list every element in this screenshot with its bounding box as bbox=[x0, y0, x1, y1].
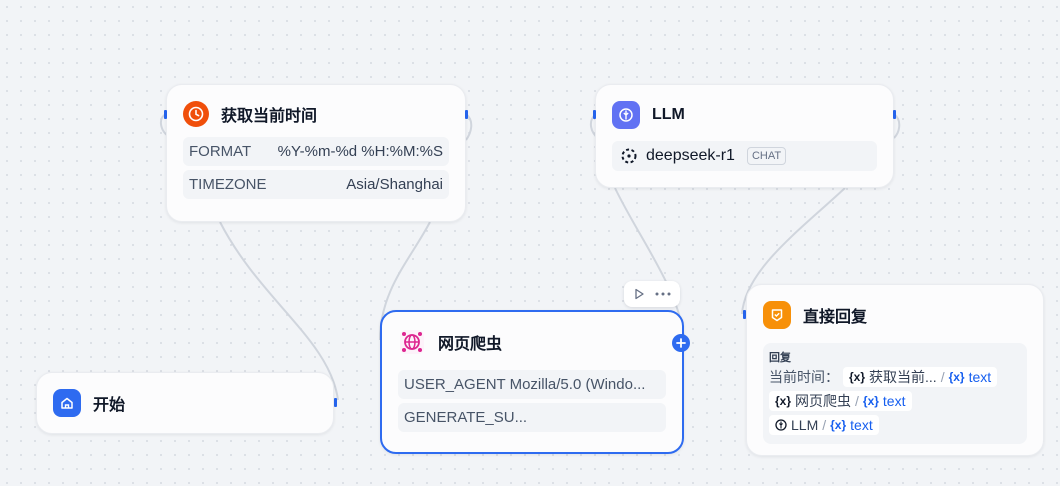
node-hover-toolbar bbox=[624, 281, 680, 307]
node-direct-answer[interactable]: 直接回复 回复 当前时间： {x} 获取当前... / {x} text {x}… bbox=[746, 284, 1044, 456]
section-label: 回复 bbox=[769, 352, 791, 364]
param-format: FORMAT %Y-%m-%d %H:%M:%S bbox=[183, 137, 449, 166]
node-web-crawler[interactable]: 网页爬虫 USER_AGENT Mozilla/5.0 (Windo... GE… bbox=[380, 310, 684, 454]
node-title: 开始 bbox=[93, 397, 126, 414]
param-text: GENERATE_SU... bbox=[404, 409, 528, 426]
param-user-agent: USER_AGENT Mozilla/5.0 (Windo... bbox=[398, 370, 666, 399]
variable-icon: {x} bbox=[775, 394, 792, 408]
variable-reference: {x} 获取当前... / {x} text bbox=[843, 367, 998, 387]
input-handle[interactable] bbox=[593, 110, 596, 119]
input-handle[interactable] bbox=[743, 310, 746, 319]
deepseek-model-icon bbox=[621, 148, 637, 164]
variable-icon: {x} bbox=[948, 370, 965, 384]
input-handle[interactable] bbox=[164, 110, 167, 119]
clock-icon bbox=[183, 101, 209, 127]
more-options-icon[interactable] bbox=[655, 292, 671, 296]
run-step-icon[interactable] bbox=[633, 288, 645, 300]
param-generate-summary: GENERATE_SU... bbox=[398, 403, 666, 432]
ref-separator: / bbox=[940, 369, 945, 385]
ref-node-name: 获取当前... bbox=[869, 369, 937, 385]
node-get-current-time[interactable]: 获取当前时间 FORMAT %Y-%m-%d %H:%M:%S TIMEZONE… bbox=[166, 84, 466, 222]
answer-prefix: 当前时间： bbox=[769, 369, 839, 385]
variable-reference: {x} 网页爬虫 / {x} text bbox=[769, 391, 912, 411]
variable-icon: {x} bbox=[849, 370, 866, 384]
ref-node-name: LLM bbox=[791, 417, 819, 433]
output-handle[interactable] bbox=[465, 110, 468, 119]
node-title: LLM bbox=[652, 106, 685, 123]
add-next-node-button[interactable] bbox=[672, 334, 690, 352]
llm-small-icon bbox=[775, 419, 787, 431]
edge-llm-to-answer bbox=[741, 187, 846, 315]
plus-icon bbox=[676, 338, 686, 348]
spider-web-icon bbox=[398, 328, 426, 356]
edge-time-to-start bbox=[219, 221, 339, 401]
param-key: TIMEZONE bbox=[189, 176, 267, 193]
ref-var-name: text bbox=[968, 369, 992, 385]
variable-icon: {x} bbox=[830, 418, 847, 432]
output-handle[interactable] bbox=[893, 110, 896, 119]
ref-separator: / bbox=[855, 393, 859, 409]
param-value: Asia/Shanghai bbox=[346, 176, 443, 193]
home-icon bbox=[53, 389, 81, 417]
param-timezone: TIMEZONE Asia/Shanghai bbox=[183, 170, 449, 199]
node-start[interactable]: 开始 bbox=[36, 372, 334, 434]
model-mode-tag: CHAT bbox=[746, 147, 787, 165]
answer-content-box: 回复 当前时间： {x} 获取当前... / {x} text {x} 网页爬虫… bbox=[763, 343, 1027, 444]
node-title: 获取当前时间 bbox=[221, 108, 318, 125]
llm-icon bbox=[612, 101, 640, 129]
model-name: deepseek-r1 bbox=[646, 147, 735, 164]
node-llm[interactable]: LLM deepseek-r1 CHAT bbox=[595, 84, 894, 188]
ref-var-name: text bbox=[882, 393, 906, 409]
ref-separator: / bbox=[822, 417, 827, 433]
answer-icon bbox=[763, 301, 791, 329]
variable-icon: {x} bbox=[862, 394, 879, 408]
ref-node-name: 网页爬虫 bbox=[795, 393, 852, 409]
variable-reference: LLM / {x} text bbox=[769, 415, 879, 435]
output-handle[interactable] bbox=[334, 398, 337, 407]
node-title: 直接回复 bbox=[803, 309, 868, 326]
node-title: 网页爬虫 bbox=[438, 336, 503, 353]
param-key: FORMAT bbox=[189, 143, 252, 160]
param-value: %Y-%m-%d %H:%M:%S bbox=[277, 143, 443, 160]
ref-var-name: text bbox=[850, 417, 873, 433]
param-text: USER_AGENT Mozilla/5.0 (Windo... bbox=[404, 376, 646, 393]
model-selector[interactable]: deepseek-r1 CHAT bbox=[612, 141, 877, 171]
